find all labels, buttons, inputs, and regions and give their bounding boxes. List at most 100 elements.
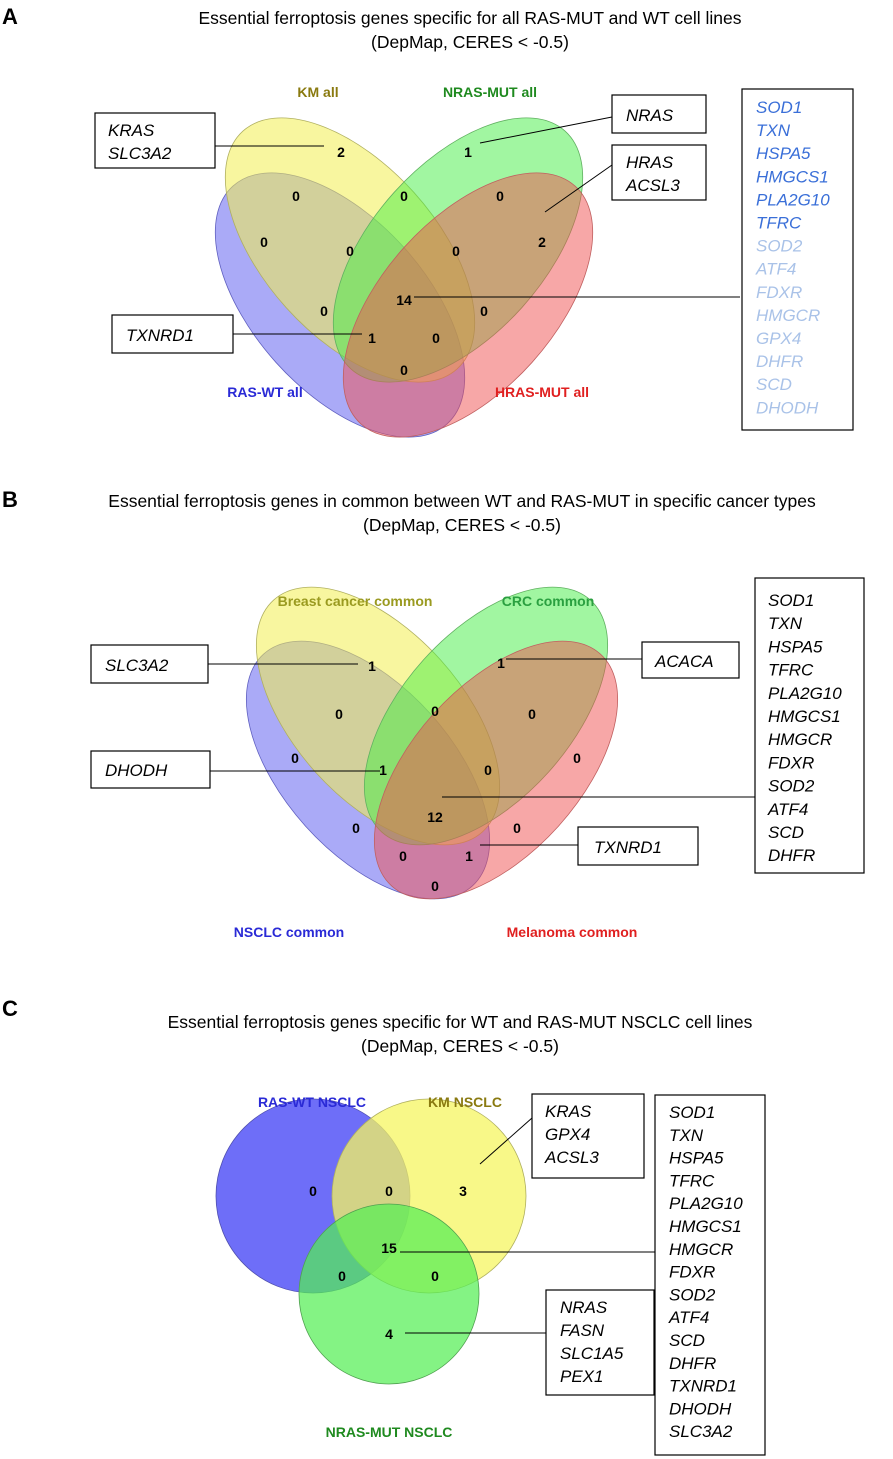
venn-c-label-ras-wt: RAS-WT NSCLC: [258, 1094, 366, 1110]
venn-b-count: 0: [573, 750, 581, 766]
gene-name: TFRC: [669, 1171, 715, 1190]
venn-a-label-nras: NRAS-MUT all: [443, 84, 537, 100]
gene-name: TXN: [768, 614, 803, 633]
gene-name: HMGCS1: [756, 167, 829, 186]
venn-c-label-km: KM NSCLC: [428, 1094, 502, 1110]
gene-name: KRAS: [108, 121, 155, 140]
gene-name: TXNRD1: [594, 838, 662, 857]
gene-name: FDXR: [669, 1263, 715, 1282]
venn-a-count: 0: [452, 243, 460, 259]
panel-b: B Essential ferroptosis genes in common …: [2, 487, 865, 940]
venn-c-count: 0: [431, 1268, 439, 1284]
panel-c: C Essential ferroptosis genes specific f…: [2, 996, 766, 1456]
venn-a-count: 1: [368, 330, 376, 346]
venn-b-count: 0: [335, 706, 343, 722]
gene-name: SCD: [768, 823, 804, 842]
panel-b-letter: B: [2, 487, 18, 512]
gene-name: TXNRD1: [126, 326, 194, 345]
gene-name: SCD: [756, 375, 792, 394]
venn-c-count: 0: [385, 1183, 393, 1199]
gene-box-kras-c: [531, 1093, 645, 1179]
gene-name: SLC3A2: [669, 1422, 733, 1441]
panel-c-letter: C: [2, 996, 18, 1021]
gene-name: TXN: [756, 121, 791, 140]
gene-name: HMGCR: [669, 1240, 733, 1259]
gene-name: PEX1: [560, 1367, 603, 1386]
venn-b-count: 0: [484, 762, 492, 778]
gene-name: SOD1: [768, 591, 814, 610]
gene-box-nras-c: [545, 1289, 655, 1396]
venn-a-count: 0: [400, 188, 408, 204]
venn-a-count: 0: [480, 303, 488, 319]
gene-name: NRAS: [560, 1298, 608, 1317]
gene-name: ATF4: [668, 1308, 709, 1327]
venn-a-count: 0: [400, 362, 408, 378]
gene-box-core-c: [654, 1094, 766, 1456]
gene-box-core-a: [741, 88, 854, 431]
panel-a-letter: A: [2, 4, 18, 29]
gene-name: HMGCS1: [768, 707, 841, 726]
gene-name: PLA2G10: [756, 190, 830, 209]
venn-b-count: 1: [379, 762, 387, 778]
venn-c-count: 3: [459, 1183, 467, 1199]
panel-a: A Essential ferroptosis genes specific f…: [2, 4, 854, 438]
leader-line: [479, 1117, 533, 1165]
venn-b-count: 1: [368, 658, 376, 674]
venn-a-count: 1: [464, 144, 472, 160]
gene-name: ACACA: [654, 652, 714, 671]
gene-name: HSPA5: [768, 637, 823, 656]
venn-b-count: 0: [528, 706, 536, 722]
venn-b-count: 1: [497, 655, 505, 671]
gene-name: TFRC: [768, 661, 814, 680]
gene-box-core-b: [754, 577, 865, 874]
gene-name: ACSL3: [625, 176, 680, 195]
venn-b-count: 0: [431, 878, 439, 894]
venn-b-count: 0: [291, 750, 299, 766]
gene-name: SOD2: [756, 237, 803, 256]
gene-name: SOD2: [669, 1285, 716, 1304]
gene-name: SLC3A2: [108, 144, 172, 163]
gene-name: ATF4: [755, 260, 796, 279]
venn-a-count: 0: [346, 243, 354, 259]
gene-name: DHODH: [669, 1399, 732, 1418]
gene-name: HSPA5: [756, 144, 811, 163]
venn-b-count: 0: [352, 820, 360, 836]
venn-b-ellipse-melanoma: [373, 640, 619, 900]
venn-a-count: 2: [538, 234, 546, 250]
venn-a-label-ras-wt: RAS-WT all: [227, 384, 302, 400]
gene-name: GPX4: [756, 329, 801, 348]
venn-c-count: 0: [338, 1268, 346, 1284]
gene-name: FASN: [560, 1321, 605, 1340]
gene-box-txnrd1-a: [111, 314, 234, 354]
gene-name: PLA2G10: [768, 684, 842, 703]
venn-b-label-breast: Breast cancer common: [278, 593, 433, 609]
gene-name: KRAS: [545, 1102, 592, 1121]
gene-name: TFRC: [756, 214, 802, 233]
venn-a-count: 0: [260, 234, 268, 250]
panel-b-title-line2: (DepMap, CERES < -0.5): [363, 515, 561, 535]
gene-name: SLC3A2: [105, 656, 169, 675]
gene-box-txnrd1-b: [577, 826, 699, 866]
venn-a-label-km: KM all: [297, 84, 338, 100]
gene-name: SOD1: [756, 98, 802, 117]
gene-box-kras-a: [94, 112, 216, 169]
panel-c-title-line1: Essential ferroptosis genes specific for…: [168, 1012, 753, 1032]
core-gene-list-c: SOD1TXNHSPA5TFRCPLA2G10HMGCS1HMGCRFDXRSO…: [668, 1103, 743, 1441]
venn-c-count: 0: [309, 1183, 317, 1199]
venn-b-label-crc: CRC common: [502, 593, 595, 609]
venn-a-count: 0: [320, 303, 328, 319]
gene-name: FDXR: [756, 283, 802, 302]
gene-name: DHODH: [105, 761, 168, 780]
gene-box-nras-a: [611, 94, 707, 134]
venn-c-count: 15: [381, 1240, 397, 1256]
gene-name: TXNRD1: [669, 1377, 737, 1396]
gene-box-hras-a: [611, 144, 707, 201]
venn-a-count: 0: [496, 188, 504, 204]
gene-name: SCD: [669, 1331, 705, 1350]
gene-name: ATF4: [767, 800, 808, 819]
gene-name: PLA2G10: [669, 1194, 743, 1213]
gene-name: DHFR: [669, 1354, 716, 1373]
